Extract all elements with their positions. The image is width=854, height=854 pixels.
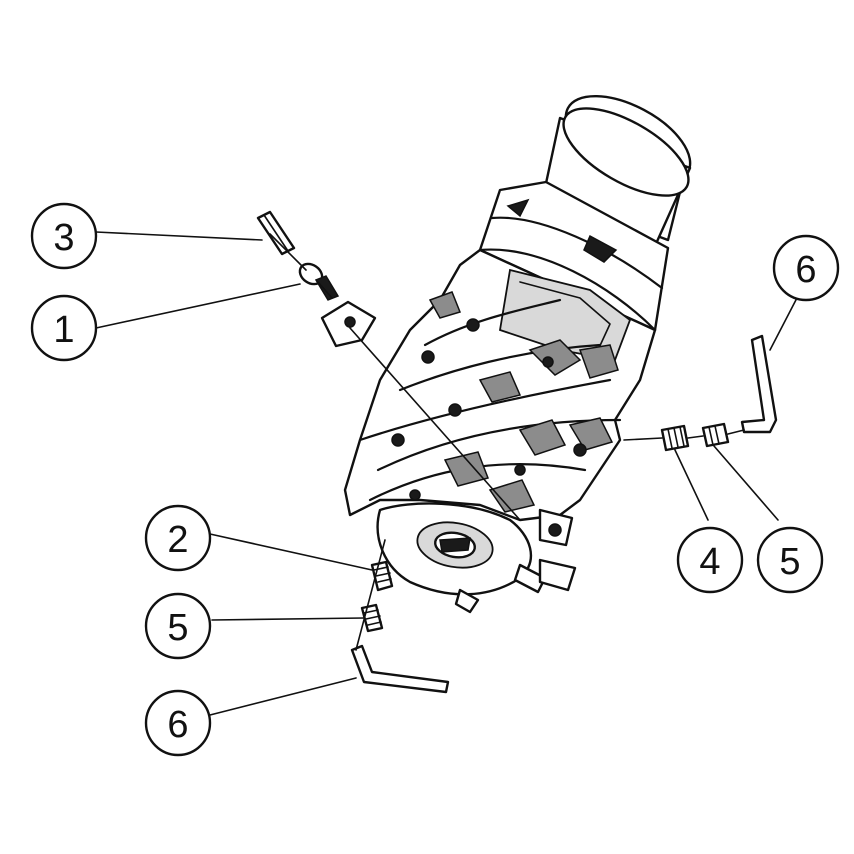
callout-5-left-label: 5 — [167, 607, 188, 649]
callout-6-right: 6 — [772, 234, 840, 302]
part-4-set-screw — [660, 424, 690, 452]
milling-cutter-body — [343, 94, 692, 614]
callout-4-label: 4 — [699, 541, 720, 583]
clamp-wedge — [320, 300, 377, 348]
part-6-hex-key-right — [740, 334, 778, 434]
callout-3: 3 — [30, 202, 98, 270]
part-5-set-screw-bottom — [360, 603, 384, 633]
part-5-set-screw-right — [701, 422, 730, 448]
callout-3-label: 3 — [53, 217, 74, 259]
part-6-hex-key-bottom — [350, 644, 450, 694]
callout-6-bottom-label: 6 — [167, 704, 188, 746]
callout-5-left: 5 — [144, 592, 212, 660]
callout-5-right: 5 — [756, 526, 824, 594]
callout-6-right-label: 6 — [795, 249, 816, 291]
part-3-screwdriver-bit — [256, 210, 296, 256]
callout-1: 1 — [30, 294, 98, 362]
callout-2: 2 — [144, 504, 212, 572]
callout-5-right-label: 5 — [779, 541, 800, 583]
callout-4: 4 — [676, 526, 744, 594]
callout-1-label: 1 — [53, 309, 74, 351]
leader-lines — [95, 231, 799, 716]
callout-6-bottom: 6 — [144, 689, 212, 757]
callout-2-label: 2 — [167, 519, 188, 561]
